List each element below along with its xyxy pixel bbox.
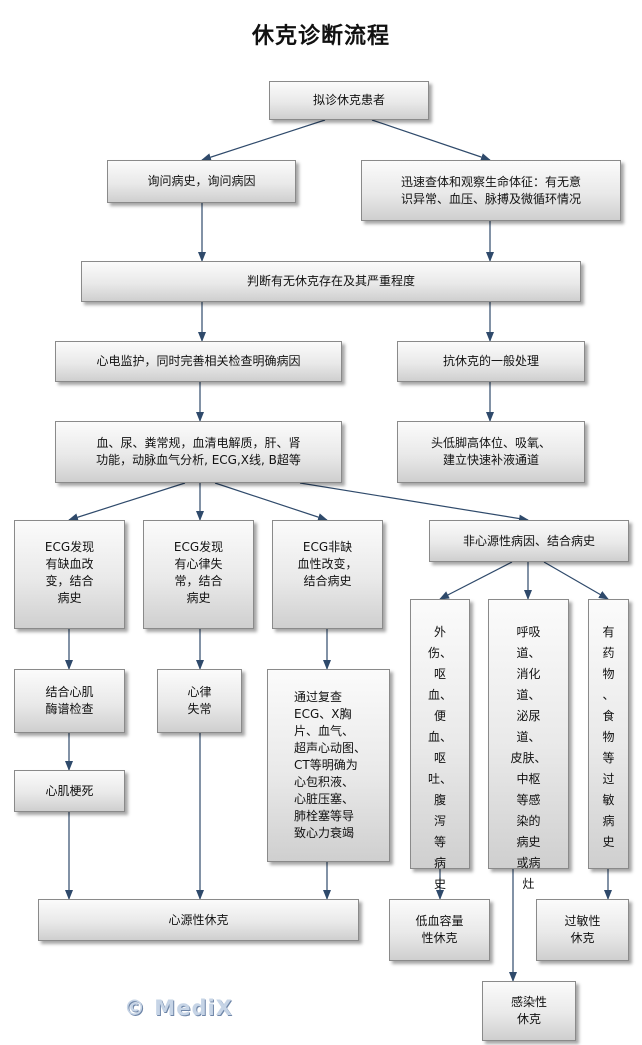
node-recheck-findings: 通过复查 ECG、X胸 片、血气、 超声心动图、 CT等明确为 心包积液、 心脏…	[267, 669, 390, 862]
node-cardiogenic-shock: 心源性休克	[38, 899, 359, 941]
node-ecg-nonischemic: ECG非缺 血性改变， 结合病史	[272, 520, 383, 629]
node-noncardiac-cause: 非心源性病因、结合病史	[429, 520, 629, 562]
diagram-title: 休克诊断流程	[251, 23, 390, 49]
node-septic-shock: 感染性 休克	[482, 981, 576, 1041]
node-infection-history: 呼吸 道、 消化 道、 泌尿 道、 皮肤、 中枢 等感 染的 病史 或病 灶	[488, 599, 569, 891]
node-hypovolemic-shock: 低血容量 性休克	[389, 899, 490, 961]
node-ecg-arrhythmia: ECG发现 有心律失 常，结合 病史	[143, 520, 254, 629]
arrow-noncardiac-trauma	[439, 561, 513, 600]
arrow-start-history	[201, 119, 326, 162]
arrow-start-vitals	[371, 119, 491, 161]
arrow-tests-ecg1	[68, 482, 186, 522]
node-lab-tests: 血、尿、粪常规，血清电解质，肝、肾 功能，动脉血气分析, ECG,X线, B超等	[55, 421, 342, 483]
node-ecg-monitoring: 心电监护，同时完善相关检查明确病因	[55, 341, 342, 382]
node-anaphylactic-shock: 过敏性 休克	[536, 899, 629, 961]
node-general-treatment: 抗休克的一般处理	[397, 341, 585, 382]
node-allergy-history: 有 药 物 、 食 物 等 过 敏 病 史	[588, 599, 629, 869]
arrow-tests-ecg3	[214, 482, 328, 521]
arrow-noncardiac-allergy	[543, 561, 609, 600]
node-suspected-shock: 拟诊休克患者	[269, 81, 429, 120]
node-mi: 心肌梗死	[14, 770, 125, 812]
medix-watermark: © MediX	[124, 996, 233, 1020]
node-myocardial-enzyme: 结合心肌 酶谱检查	[14, 669, 125, 733]
node-vitals: 迅速查体和观察生命体征：有无意 识异常、血压、脉搏及微循环情况	[361, 160, 621, 221]
node-arrhythmia: 心律 失常	[157, 669, 242, 733]
node-trauma-history: 外 伤、 呕 血、 便 血、 呕 吐、 腹 泻 等 病 史	[410, 599, 470, 891]
node-history: 询问病史，询问病因	[107, 160, 296, 203]
node-position-oxygen: 头低脚高体位、吸氧、 建立快速补液通道	[397, 421, 585, 483]
arrow-tests-noncardiac	[299, 482, 529, 523]
node-judge-severity: 判断有无休克存在及其严重程度	[81, 261, 581, 302]
node-ecg-ischemia: ECG发现 有缺血改 变，结合 病史	[14, 520, 125, 629]
